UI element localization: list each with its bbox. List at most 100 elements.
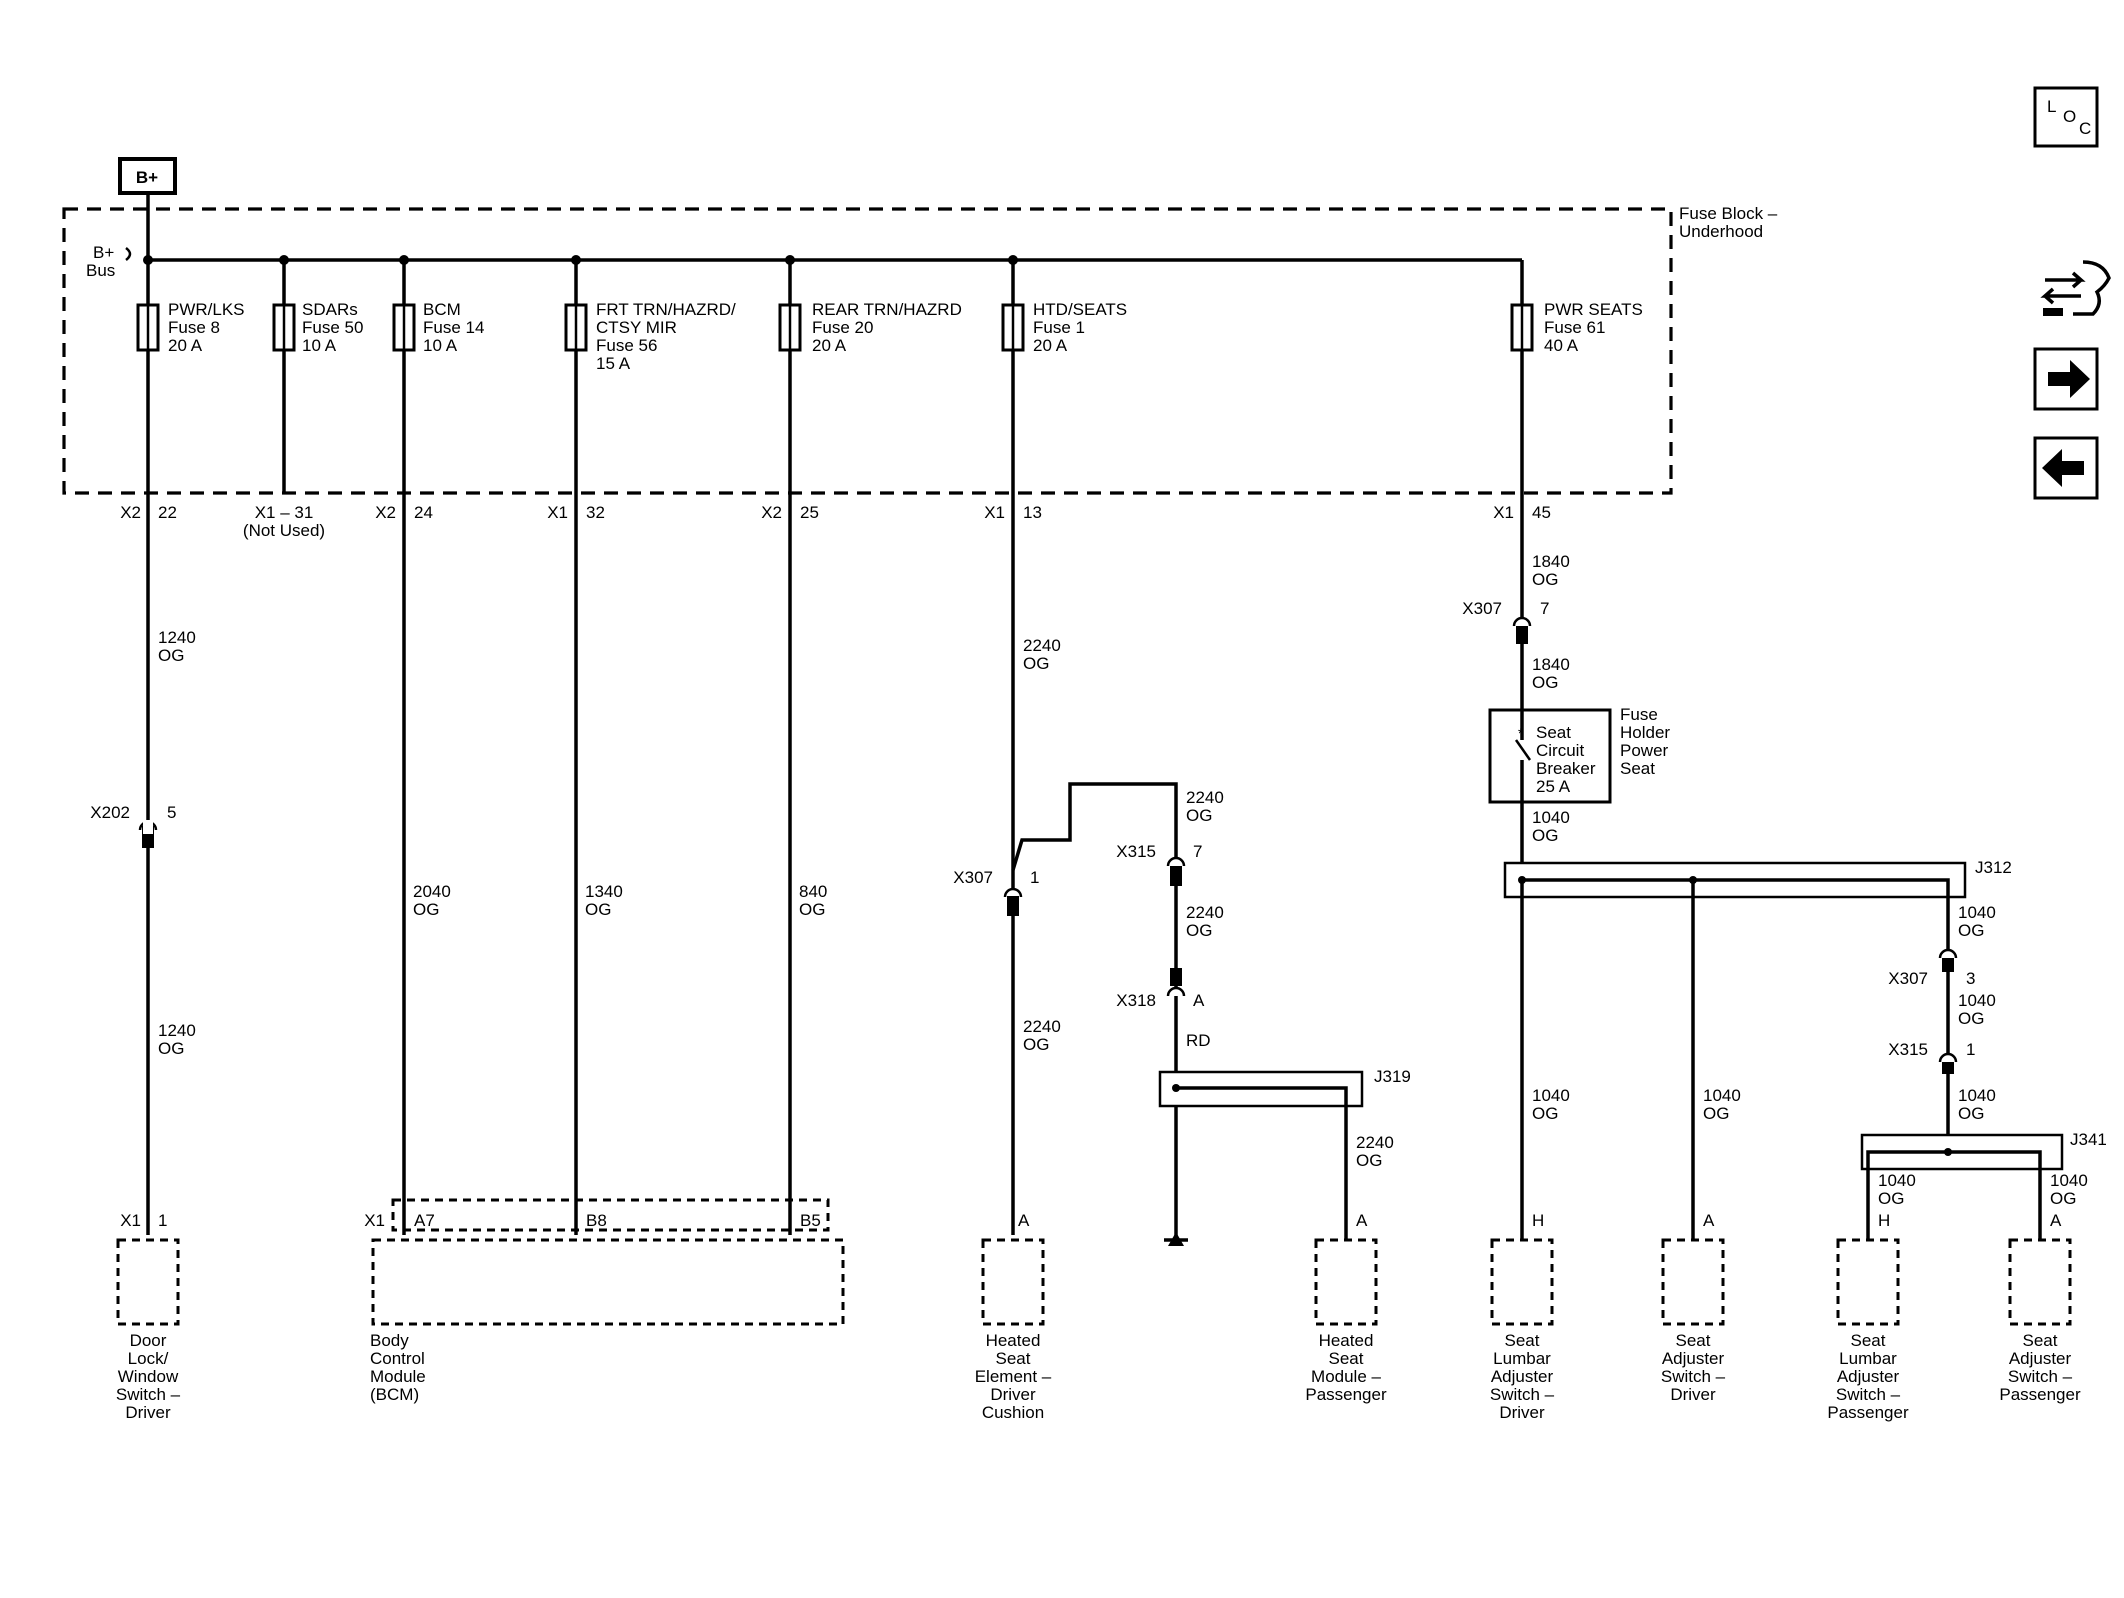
svg-text:OG: OG — [1878, 1189, 1904, 1208]
svg-text:1040: 1040 — [1703, 1086, 1741, 1105]
svg-text:7: 7 — [1193, 842, 1202, 861]
next-page-button[interactable] — [2033, 347, 2099, 411]
svg-text:OG: OG — [585, 900, 611, 919]
svg-text:B8: B8 — [586, 1211, 607, 1230]
svg-text:15 A: 15 A — [596, 354, 631, 373]
svg-text:Passenger: Passenger — [1305, 1385, 1387, 1404]
svg-text:A: A — [1703, 1211, 1715, 1230]
fuse-block-outline — [62, 207, 1673, 495]
svg-text:Driver: Driver — [125, 1403, 171, 1422]
svg-text:840: 840 — [799, 882, 827, 901]
fuse-block-pins: X2 22 X1 – 31 (Not Used) X2 24 X1 32 X2 … — [120, 503, 1551, 540]
svg-text:OG: OG — [1186, 806, 1212, 825]
svg-text:1840: 1840 — [1532, 552, 1570, 571]
svg-text:20 A: 20 A — [812, 336, 847, 355]
svg-text:Seat: Seat — [1851, 1331, 1886, 1350]
svg-text:13: 13 — [1023, 503, 1042, 522]
connector-end-view-icon[interactable] — [2040, 260, 2111, 316]
circuit-breaker-box — [1488, 708, 1612, 804]
svg-text:1240: 1240 — [158, 628, 196, 647]
splice-j312-label: J312 — [1975, 858, 2012, 877]
svg-text:Fuse 20: Fuse 20 — [812, 318, 873, 337]
svg-text:X1: X1 — [547, 503, 568, 522]
svg-text:(Not Used): (Not Used) — [243, 521, 325, 540]
svg-text:Passenger: Passenger — [1827, 1403, 1909, 1422]
svg-text:3: 3 — [1966, 969, 1975, 988]
svg-text:Switch –: Switch – — [116, 1385, 181, 1404]
svg-text:Seat: Seat — [1329, 1349, 1364, 1368]
fuse-block-title-1: Fuse Block – — [1679, 204, 1778, 223]
svg-text:OG: OG — [1958, 921, 1984, 940]
svg-text:X2: X2 — [761, 503, 782, 522]
connector-x315-pass-label: X315 — [1888, 1040, 1928, 1059]
svg-text:X1: X1 — [364, 1211, 385, 1230]
svg-text:2240: 2240 — [1186, 788, 1224, 807]
svg-text:BCM: BCM — [423, 300, 461, 319]
previous-page-button[interactable] — [2033, 436, 2099, 500]
svg-text:HTD/SEATS: HTD/SEATS — [1033, 300, 1127, 319]
connector-x315-label: X315 — [1116, 842, 1156, 861]
svg-text:Adjuster: Adjuster — [1491, 1367, 1554, 1386]
svg-text:1040: 1040 — [1958, 1086, 1996, 1105]
svg-text:1: 1 — [1966, 1040, 1975, 1059]
svg-text:22: 22 — [158, 503, 177, 522]
svg-text:X2: X2 — [375, 503, 396, 522]
svg-text:OG: OG — [1958, 1009, 1984, 1028]
svg-text:OG: OG — [1532, 1104, 1558, 1123]
svg-text:1040: 1040 — [2050, 1171, 2088, 1190]
svg-text:1040: 1040 — [1532, 1086, 1570, 1105]
svg-text:*: * — [1518, 725, 1524, 741]
svg-text:10 A: 10 A — [423, 336, 458, 355]
svg-text:1040: 1040 — [1958, 991, 1996, 1010]
component-seat-lumbar-passenger: Seat Lumbar Adjuster Switch – Passenger — [1827, 1238, 1909, 1422]
svg-text:H: H — [1532, 1211, 1544, 1230]
fuse-sdars: SDARs Fuse 50 10 A — [272, 260, 363, 493]
svg-text:CTSY MIR: CTSY MIR — [596, 318, 677, 337]
svg-text:A: A — [1193, 991, 1205, 1010]
svg-text:PWR/LKS: PWR/LKS — [168, 300, 245, 319]
svg-text:Module –: Module – — [1311, 1367, 1381, 1386]
svg-text:OG: OG — [1532, 826, 1558, 845]
svg-text:Heated: Heated — [1319, 1331, 1374, 1350]
svg-text:OG: OG — [1958, 1104, 1984, 1123]
svg-text:X1: X1 — [1493, 503, 1514, 522]
fuse-bcm: BCM Fuse 14 10 A — [392, 260, 484, 1235]
svg-text:2240: 2240 — [1186, 903, 1224, 922]
svg-text:10 A: 10 A — [302, 336, 337, 355]
svg-text:A: A — [2050, 1211, 2062, 1230]
fuse-pwr-lks: PWR/LKS Fuse 8 20 A — [136, 260, 245, 1235]
svg-text:Seat: Seat — [1536, 723, 1571, 742]
svg-text:Door: Door — [130, 1331, 167, 1350]
svg-text:X1 – 31: X1 – 31 — [255, 503, 314, 522]
circuit-door-lock: 1240 OG X202 5 1240 OG X1 1 — [90, 628, 196, 1230]
fuse-block-title-2: Underhood — [1679, 222, 1763, 241]
connector-x318-label: X318 — [1116, 991, 1156, 1010]
svg-text:Body: Body — [370, 1331, 409, 1350]
svg-text:40 A: 40 A — [1544, 336, 1579, 355]
svg-text:Driver: Driver — [990, 1385, 1036, 1404]
bus-label-1: B+ — [93, 243, 114, 262]
svg-text:Switch –: Switch – — [1661, 1367, 1726, 1386]
component-seat-lumbar-driver: Seat Lumbar Adjuster Switch – Driver — [1490, 1238, 1555, 1422]
svg-text:Adjuster: Adjuster — [1837, 1367, 1900, 1386]
bus-label-2: Bus — [86, 261, 115, 280]
svg-text:Switch –: Switch – — [1490, 1385, 1555, 1404]
svg-text:Seat: Seat — [1676, 1331, 1711, 1350]
fuse-frt-trn-hazrd: FRT TRN/HAZRD/ CTSY MIR Fuse 56 15 A — [564, 260, 736, 1235]
svg-text:OG: OG — [1532, 570, 1558, 589]
svg-text:45: 45 — [1532, 503, 1551, 522]
svg-text:OG: OG — [1356, 1151, 1382, 1170]
svg-text:X1: X1 — [120, 1211, 141, 1230]
component-seat-adjuster-driver: Seat Adjuster Switch – Driver — [1661, 1238, 1726, 1404]
svg-text:Seat: Seat — [1505, 1331, 1540, 1350]
fuse-htd-seats: HTD/SEATS Fuse 1 20 A — [1001, 260, 1127, 1235]
loc-button[interactable]: L O C — [2033, 86, 2099, 148]
svg-text:Window: Window — [118, 1367, 179, 1386]
svg-text:7: 7 — [1540, 599, 1549, 618]
svg-text:Lumbar: Lumbar — [1493, 1349, 1551, 1368]
svg-text:A: A — [1356, 1211, 1368, 1230]
svg-text:Breaker: Breaker — [1536, 759, 1596, 778]
arrow-left-icon — [2042, 449, 2084, 487]
circuit-power-seats: 1840 OG X307 7 1840 OG * Seat Circuit Br… — [1462, 552, 2107, 1240]
svg-text:20 A: 20 A — [168, 336, 203, 355]
